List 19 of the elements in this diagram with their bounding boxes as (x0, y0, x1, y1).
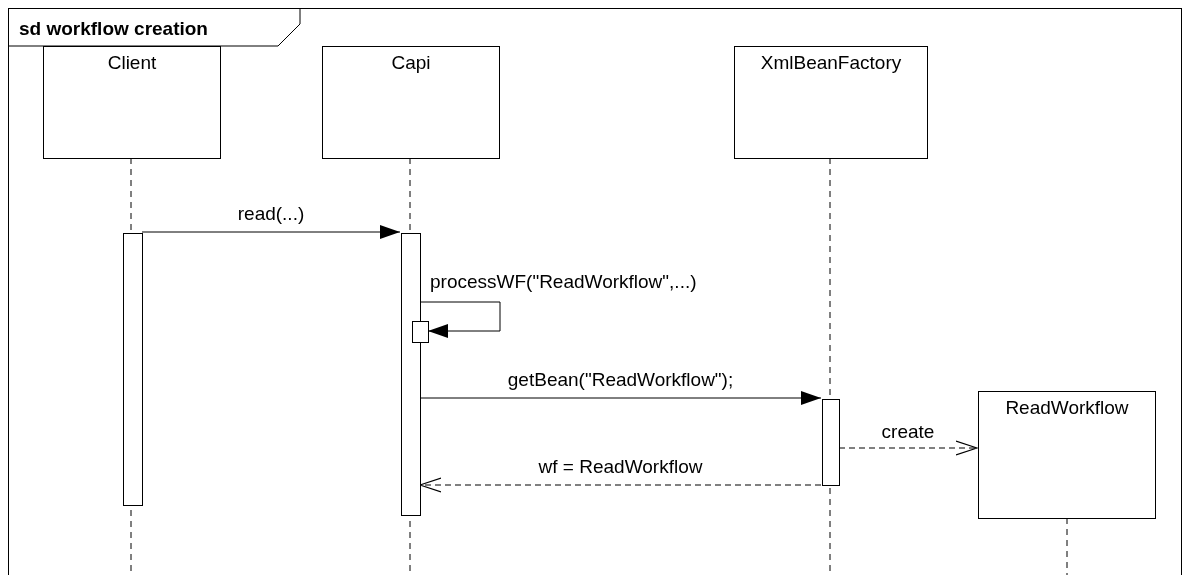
object-name: Client (107, 51, 157, 75)
message-arrow (419, 391, 822, 405)
message-arrow (419, 301, 501, 338)
message-arrow (141, 225, 401, 239)
activation-bar (123, 233, 143, 506)
frame-title: sd workflow creation (19, 17, 208, 41)
sequence-frame (8, 8, 1182, 575)
object-name: ReadWorkflow (1005, 396, 1129, 420)
return-arrow (838, 440, 978, 456)
lifeline-head-box (322, 46, 500, 159)
activation-bar (401, 233, 421, 516)
return-arrow (419, 477, 822, 493)
activation-bar (412, 321, 429, 343)
lifeline-head-box (43, 46, 221, 159)
object-name: XmlBeanFactory (760, 51, 902, 75)
activation-bar (822, 399, 840, 486)
lifeline-head-box (734, 46, 928, 159)
object-name: Capi (391, 51, 431, 75)
lifeline-head-box (978, 391, 1156, 519)
